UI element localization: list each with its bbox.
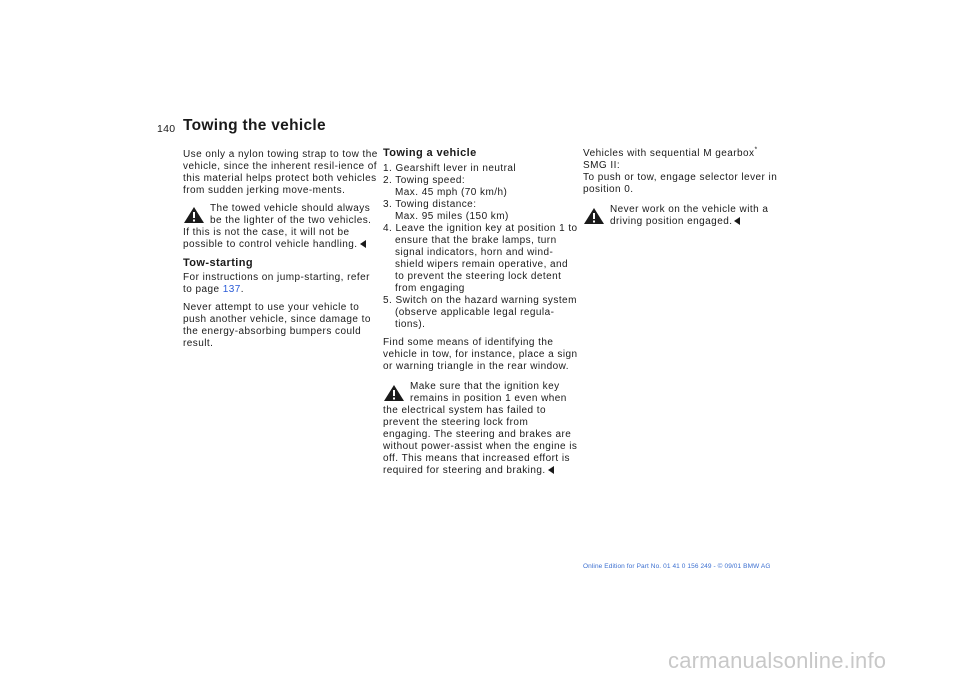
smg-line-3: To push or tow, engage selector lever in… (583, 172, 778, 195)
warning-text-2a: Make sure that the ignition key remains … (410, 381, 567, 404)
list-item: Max. 95 miles (150 km) (395, 211, 509, 222)
push-warning-text: Never attempt to use your vehicle to pus… (183, 302, 371, 349)
option-star: * (754, 146, 758, 154)
list-item: 4. Leave the ignition key at position 1 … (383, 223, 578, 294)
end-mark-icon (734, 217, 741, 225)
warning-triangle-icon (384, 385, 404, 401)
warning-block-1: The towed vehicle should always be the l… (183, 203, 379, 251)
warning-text-1b: If this is not the case, it will not be … (183, 227, 358, 250)
warning-triangle-icon (584, 208, 604, 224)
list-item: 3. Towing distance: (383, 199, 477, 210)
warning-text-2c: The steering and brakes are without powe… (383, 429, 578, 476)
warning-text-3-content: Never work on the vehicle with a driving… (610, 204, 769, 227)
warning-block-2: Make sure that the ignition key remains … (383, 381, 579, 477)
warning-triangle-icon (183, 206, 205, 224)
intro-paragraph: Use only a nylon towing strap to tow the… (183, 149, 378, 196)
smg-line-2: SMG II: (583, 160, 621, 171)
end-mark-icon (359, 240, 366, 248)
tow-starting-heading: Tow-starting (183, 257, 253, 269)
towing-vehicle-heading: Towing a vehicle (383, 147, 477, 159)
end-mark-icon (547, 466, 554, 474)
page-link[interactable]: 137 (222, 284, 241, 295)
tow-text-a: For instructions on jump-starting, refer… (183, 272, 370, 295)
smg-line-1: Vehicles with sequential M gearbox (583, 148, 755, 159)
page-number: 140 (157, 123, 176, 135)
column-2: 1. Gearshift lever in neutral 2. Towing … (383, 163, 579, 483)
warning-text-3: Never work on the vehicle with a driving… (583, 204, 779, 228)
watermark: carmanualsonline.info (668, 648, 887, 673)
list-item: 5. Switch on the hazard warning system (… (383, 295, 577, 330)
towing-steps-list: 1. Gearshift lever in neutral 2. Towing … (383, 163, 579, 331)
smg-paragraph: Vehicles with sequential M gearbox* SMG I… (583, 146, 779, 196)
warning-text-2b: the electrical system has failed to prev… (383, 405, 547, 440)
list-item: Max. 45 mph (70 km/h) (395, 187, 508, 198)
warning-text-1a: The towed vehicle should always be the l… (210, 203, 372, 226)
tow-text-b: . (240, 284, 245, 295)
list-item: 1. Gearshift lever in neutral (383, 163, 517, 174)
column-3: Vehicles with sequential M gearbox* SMG I… (583, 146, 779, 234)
page-title: Towing the vehicle (183, 117, 326, 134)
column-1: Use only a nylon towing strap to tow the… (183, 149, 379, 356)
identification-paragraph: Find some means of identifying the vehic… (383, 337, 578, 372)
footer-edition-text: Online Edition for Part No. 01 41 0 156 … (583, 563, 771, 570)
warning-block-3: Never work on the vehicle with a driving… (583, 204, 779, 228)
tow-starting-text: For instructions on jump-starting, refer… (183, 272, 379, 296)
list-item: 2. Towing speed: (383, 175, 466, 186)
